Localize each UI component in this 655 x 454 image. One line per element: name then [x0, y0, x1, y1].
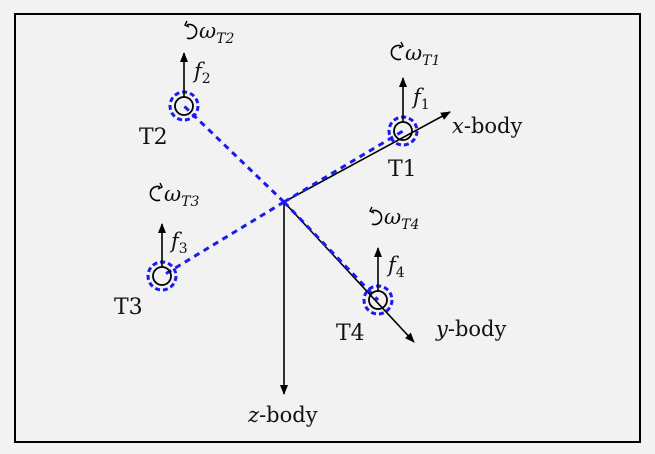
arm-t3 — [161, 200, 285, 278]
y-body-axis — [283, 201, 415, 343]
thruster-t1: f1 T1 ωT1 — [387, 41, 440, 182]
x-body-axis — [283, 111, 451, 203]
spin-arrowhead-icon — [157, 182, 163, 190]
spin-arrowhead-icon — [184, 20, 190, 28]
spin-arrow-cw-icon — [371, 209, 383, 226]
force-label-f2: f2 — [192, 59, 211, 87]
force-label-f4: f4 — [386, 253, 405, 281]
diagram-frame — [14, 13, 641, 443]
z-body-label: z-body — [247, 403, 318, 427]
thruster-t3: f3 T3 ωT3 — [114, 182, 199, 320]
omega-label-t3: ωT3 — [164, 182, 199, 210]
force-label-f1: f1 — [411, 85, 430, 113]
force-label-f3: f3 — [169, 229, 188, 257]
body-axes — [280, 111, 451, 395]
thruster-label-t1: T1 — [388, 157, 417, 182]
quadrotor-arms — [161, 104, 404, 302]
thruster-label-t4: T4 — [336, 321, 365, 346]
thruster-label-t2: T2 — [139, 125, 168, 150]
spin-arrow-ccw-icon — [390, 44, 402, 61]
x-body-label: x-body — [452, 114, 522, 138]
thruster-label-t3: T3 — [114, 295, 143, 320]
y-body-label: y-body — [435, 317, 506, 341]
spin-arrowhead-icon — [398, 41, 404, 49]
thruster-t2: f2 T2 ωT2 — [139, 19, 234, 150]
arm-t1 — [283, 129, 404, 204]
spin-arrow-cw-icon — [186, 23, 198, 40]
omega-label-t2: ωT2 — [199, 19, 234, 47]
arm-t2 — [182, 104, 286, 204]
omega-label-t4: ωT4 — [384, 205, 419, 233]
spin-arrowhead-icon — [369, 206, 375, 214]
spin-arrow-ccw-icon — [149, 185, 161, 202]
thruster-t4: f4 T4 ωT4 — [336, 205, 419, 346]
omega-label-t1: ωT1 — [405, 41, 440, 69]
arm-t4 — [282, 200, 380, 302]
